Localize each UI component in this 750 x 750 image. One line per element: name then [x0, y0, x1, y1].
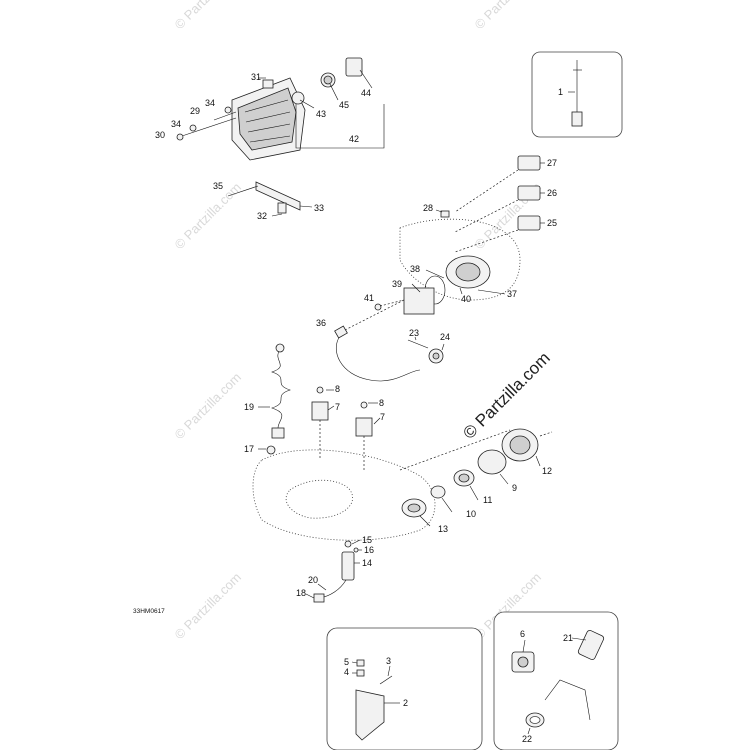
switch-pair-left — [311, 386, 335, 460]
callout-7: 7 — [380, 412, 385, 422]
console-upper-outline — [399, 209, 521, 301]
callout-29: 29 — [190, 106, 200, 116]
callout-34: 34 — [171, 119, 181, 129]
thermistor-assembly — [305, 539, 362, 603]
callout-18: 18 — [296, 588, 306, 598]
gauge-assembly — [374, 255, 506, 315]
callout-30: 30 — [155, 130, 165, 140]
inset-box-sensor — [531, 51, 623, 138]
callout-13: 13 — [438, 524, 448, 534]
callout-11: 11 — [483, 495, 492, 505]
callout-28: 28 — [423, 203, 433, 213]
callout-4: 4 — [344, 667, 349, 677]
inset-box-switch — [493, 611, 619, 750]
callout-44: 44 — [361, 88, 371, 98]
watermark: © Partzilla.com — [172, 180, 245, 253]
callout-22: 22 — [522, 734, 532, 744]
diagram-code: 33HM0617 — [133, 608, 165, 615]
callout-6: 6 — [520, 629, 525, 639]
callout-27: 27 — [547, 158, 557, 168]
console-lower-outline — [252, 449, 436, 541]
callout-35: 35 — [213, 181, 223, 191]
callout-23: 23 — [409, 328, 419, 338]
callout-8: 8 — [335, 384, 340, 394]
callout-25: 25 — [547, 218, 557, 228]
watermark: © Partzilla.com — [472, 0, 545, 32]
watermark: © Partzilla.com — [172, 0, 245, 32]
callout-38: 38 — [410, 264, 420, 274]
callout-37: 37 — [507, 289, 517, 299]
callout-10: 10 — [466, 509, 476, 519]
callout-21: 21 — [563, 633, 573, 643]
grommet — [258, 445, 276, 455]
gauge-stack — [399, 428, 553, 527]
callout-24: 24 — [440, 332, 450, 342]
watermark-large: © Partzilla.com — [459, 348, 553, 442]
speedometer-cable — [334, 299, 421, 382]
callout-12: 12 — [542, 466, 552, 476]
callout-8: 8 — [379, 398, 384, 408]
switch-group — [454, 155, 545, 253]
watermark: © Partzilla.com — [172, 570, 245, 643]
callout-19: 19 — [244, 402, 254, 412]
headlight-assembly — [176, 57, 385, 161]
switch-pair-right — [355, 401, 381, 470]
callout-16: 16 — [364, 545, 374, 555]
callout-31: 31 — [251, 72, 261, 82]
callout-42: 42 — [349, 134, 359, 144]
callout-5: 5 — [344, 657, 349, 667]
callout-32: 32 — [257, 211, 267, 221]
callout-41: 41 — [364, 293, 374, 303]
callout-3: 3 — [386, 656, 391, 666]
callout-33: 33 — [314, 203, 324, 213]
callout-2: 2 — [403, 698, 408, 708]
callout-26: 26 — [547, 188, 557, 198]
coil-cord — [258, 343, 291, 439]
callout-45: 45 — [339, 100, 349, 110]
callout-15: 15 — [362, 535, 372, 545]
sender-unit — [407, 336, 445, 364]
callout-17: 17 — [244, 444, 254, 454]
callout-34: 34 — [205, 98, 215, 108]
callout-20: 20 — [308, 575, 318, 585]
inset-box-bracket — [326, 627, 483, 750]
callout-7: 7 — [335, 402, 340, 412]
callout-36: 36 — [316, 318, 326, 328]
callout-43: 43 — [316, 109, 326, 119]
callout-1: 1 — [558, 87, 563, 97]
callout-9: 9 — [512, 483, 517, 493]
watermark: © Partzilla.com — [172, 370, 245, 443]
headlight-bracket — [227, 181, 313, 217]
callout-40: 40 — [461, 294, 471, 304]
callout-labels: 31 34 29 34 30 43 45 44 42 35 33 32 1 27… — [133, 72, 573, 744]
callout-39: 39 — [392, 279, 402, 289]
callout-14: 14 — [362, 558, 372, 568]
